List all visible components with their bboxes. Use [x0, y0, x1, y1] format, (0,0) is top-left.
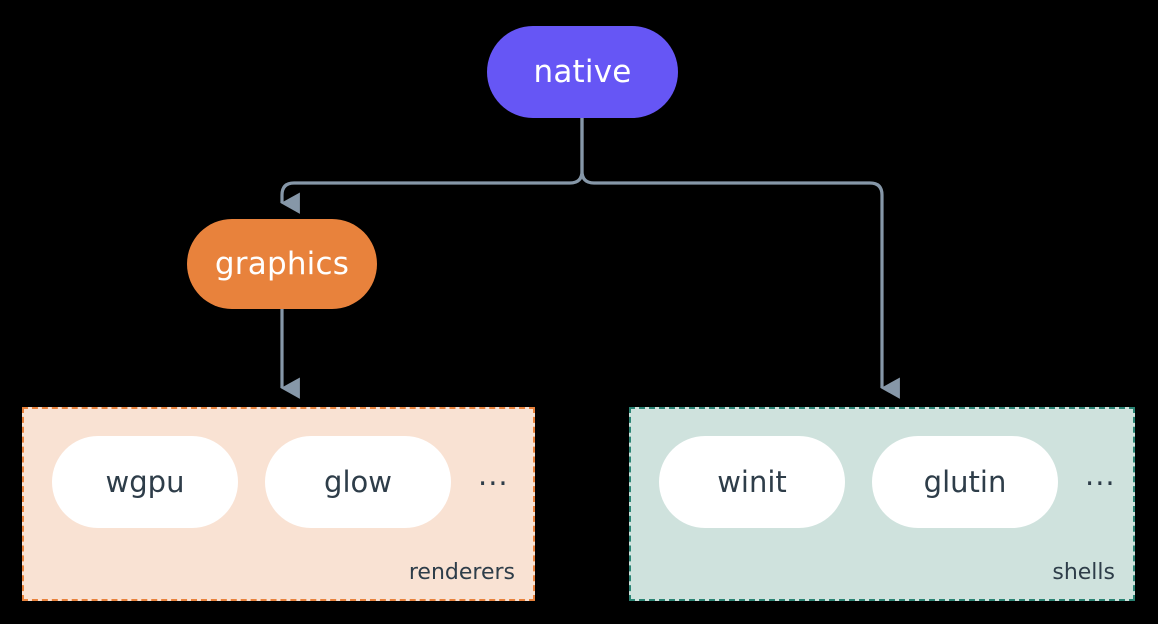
- shells-ellipsis: ...: [1085, 457, 1116, 492]
- renderers-ellipsis: ...: [478, 457, 509, 492]
- node-native[interactable]: native: [487, 26, 678, 118]
- group-renderers-items: wgpu glow ...: [24, 436, 509, 528]
- pill-glutin-label: glutin: [923, 465, 1007, 499]
- edge-native-to-graphics: [280, 118, 584, 214]
- group-shells-label: shells: [1052, 560, 1115, 585]
- pill-wgpu-label: wgpu: [105, 465, 185, 499]
- group-renderers: wgpu glow ... renderers: [22, 407, 535, 601]
- node-native-label: native: [533, 54, 632, 90]
- group-renderers-label: renderers: [408, 560, 515, 585]
- pill-glow[interactable]: glow: [265, 436, 451, 528]
- node-graphics[interactable]: graphics: [187, 219, 377, 309]
- group-shells-items: winit glutin ...: [631, 436, 1116, 528]
- pill-wgpu[interactable]: wgpu: [52, 436, 238, 528]
- pill-winit-label: winit: [717, 465, 787, 499]
- pill-glow-label: glow: [324, 465, 392, 499]
- pill-winit[interactable]: winit: [659, 436, 845, 528]
- node-graphics-label: graphics: [214, 246, 350, 282]
- pill-glutin[interactable]: glutin: [872, 436, 1058, 528]
- edge-native-to-shells: [580, 118, 900, 399]
- group-shells: winit glutin ... shells: [629, 407, 1135, 601]
